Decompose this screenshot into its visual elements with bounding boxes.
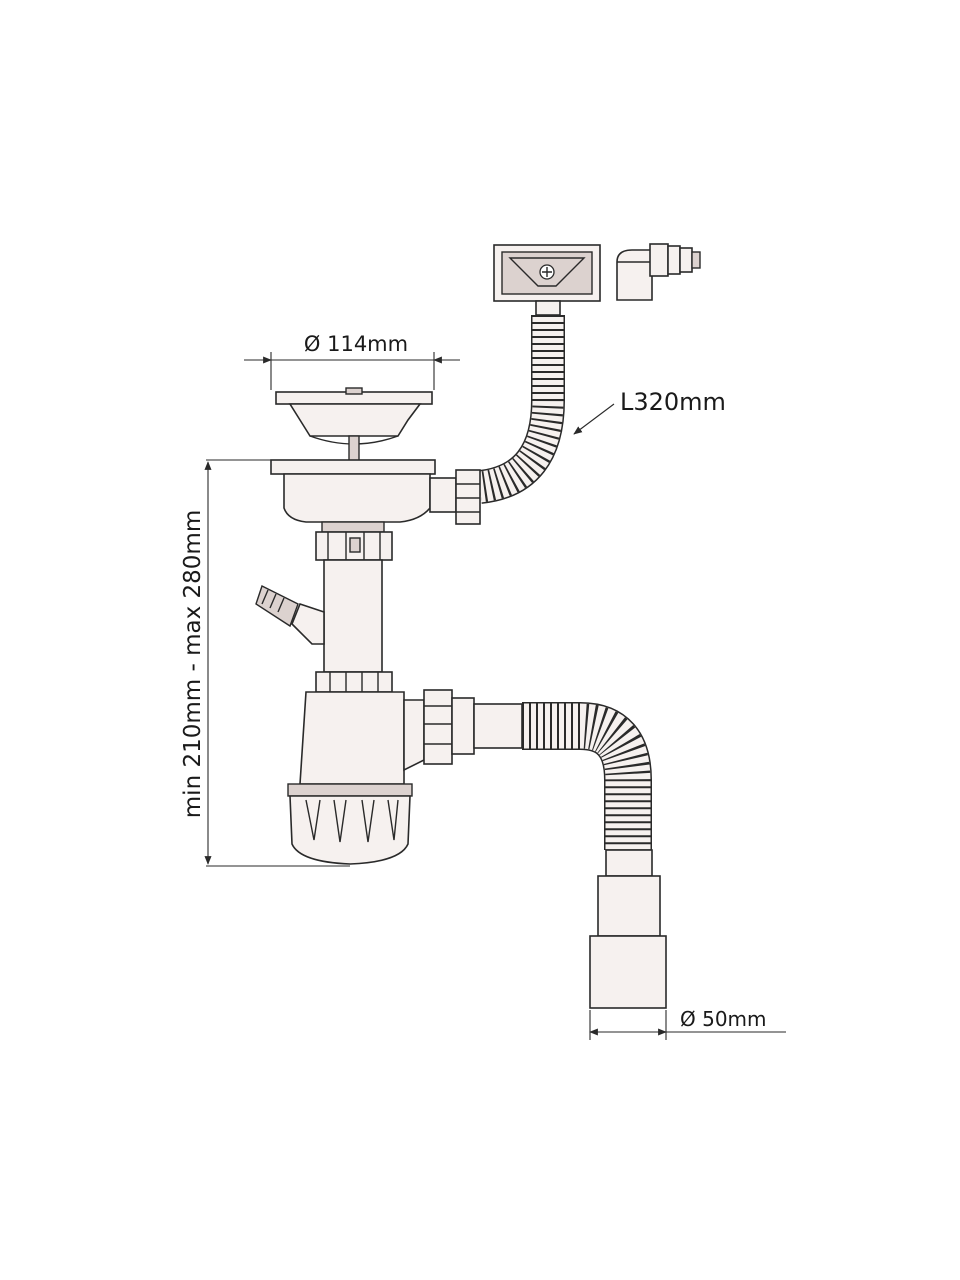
outlet-diameter-label: Ø 50mm <box>680 1007 767 1031</box>
dimension-hose-length: L320mm <box>573 388 726 435</box>
bottle-trap <box>287 691 425 865</box>
strainer-basket <box>275 387 433 463</box>
outlet-connector <box>423 689 523 765</box>
overflow-hose <box>477 315 565 504</box>
hose-length-label: L320mm <box>620 388 726 416</box>
sink-flange <box>270 459 481 533</box>
dimension-outlet-diameter: Ø 50mm <box>589 1007 786 1040</box>
height-range-label: min 210mm - max 280mm <box>180 510 206 818</box>
dimension-strainer-diameter: Ø 114mm <box>244 332 460 390</box>
outlet-hose <box>522 702 667 1009</box>
strainer-diameter-label: Ø 114mm <box>304 332 408 356</box>
overflow-grille <box>493 244 601 316</box>
dimension-height-range: min 210mm - max 280mm <box>180 459 350 867</box>
tailpiece <box>255 531 393 693</box>
elbow-connector <box>616 243 701 301</box>
